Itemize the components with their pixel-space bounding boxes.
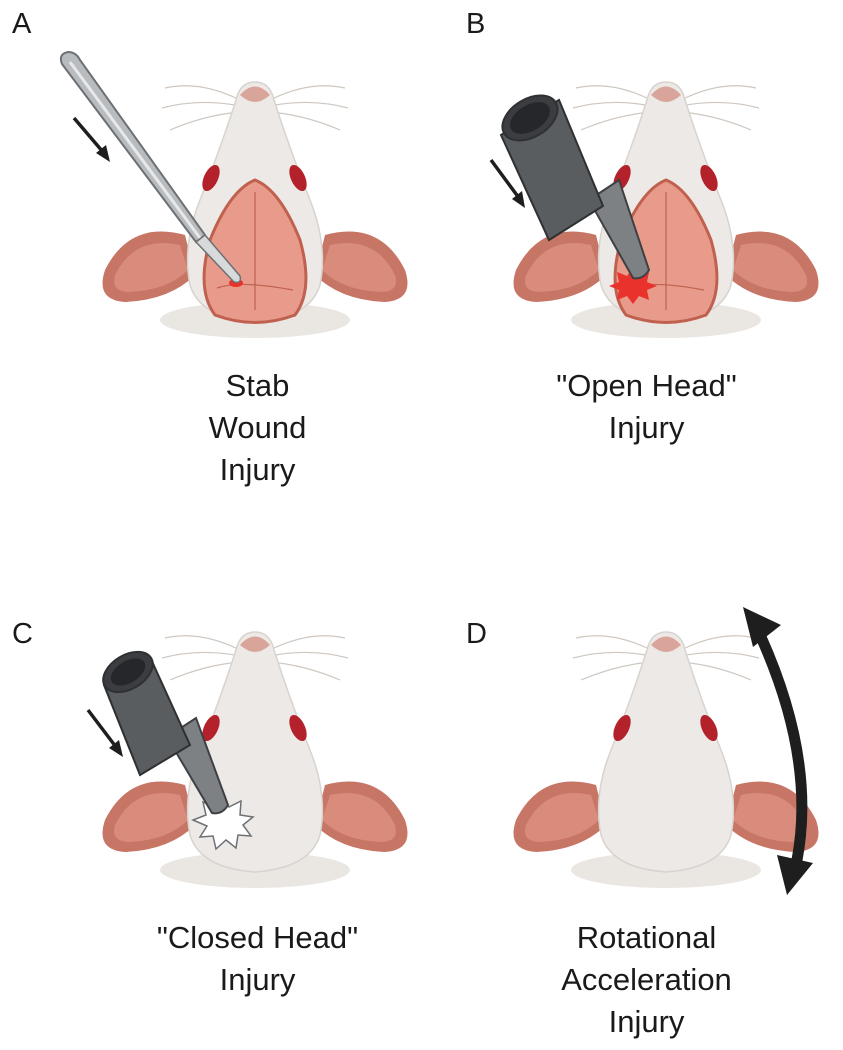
panel-b: B [421,0,842,525]
panel-letter: C [12,618,33,650]
left-ear [102,781,195,852]
caption-line: Acceleration [561,962,732,997]
nose [240,86,270,102]
panel-letter: B [466,8,486,40]
panel-d: D Rotational Acceleration Injury [421,525,842,1050]
left-ear [513,231,606,302]
left-eye [202,164,220,192]
right-eye [700,714,718,742]
nose [651,86,681,102]
caption: Stab Wound Injury [47,365,468,491]
caption: "Open Head" Injury [436,365,843,449]
caption-line: Injury [219,452,296,487]
panel-letter: A [12,8,32,40]
direction-arrow-icon [86,708,123,757]
caption-line: Injury [219,962,296,997]
rat-head-illustration [86,631,408,888]
impact-mark [191,793,255,851]
impact-mark [609,268,657,304]
panel-c: C "Closed Head" [0,525,421,1050]
right-ear [726,231,819,302]
rat-head-illustration [59,50,408,338]
caption: Rotational Acceleration Injury [436,917,843,1043]
panel-a: A [0,0,421,525]
rat-head-illustration [489,81,819,338]
right-eye [289,164,307,192]
caption: "Closed Head" Injury [47,917,468,1001]
whiskers [161,85,349,131]
caption-line: "Closed Head" [156,920,359,955]
caption-line: Wound [208,410,307,445]
head [597,631,735,873]
impactor-icon [102,650,230,815]
impactor-icon [499,94,651,280]
panel-letter: D [466,618,487,650]
direction-arrow-icon [489,158,525,208]
scalpel-icon [59,50,242,284]
nose [240,636,270,652]
right-ear [315,231,408,302]
caption-line: "Open Head" [556,368,737,403]
right-eye [700,164,718,192]
caption-line: Injury [608,1004,685,1039]
caption-line: Injury [608,410,685,445]
left-ear [102,231,195,302]
direction-arrow-icon [72,116,110,162]
left-ear [513,781,606,852]
right-ear [315,781,408,852]
caption-line: Rotational [576,920,717,955]
nose [651,636,681,652]
rat-head-illustration [513,607,819,895]
left-eye [202,714,220,742]
left-eye [613,714,631,742]
caption-line: Stab [225,368,290,403]
rotation-arrow-icon [743,607,813,895]
right-eye [289,714,307,742]
